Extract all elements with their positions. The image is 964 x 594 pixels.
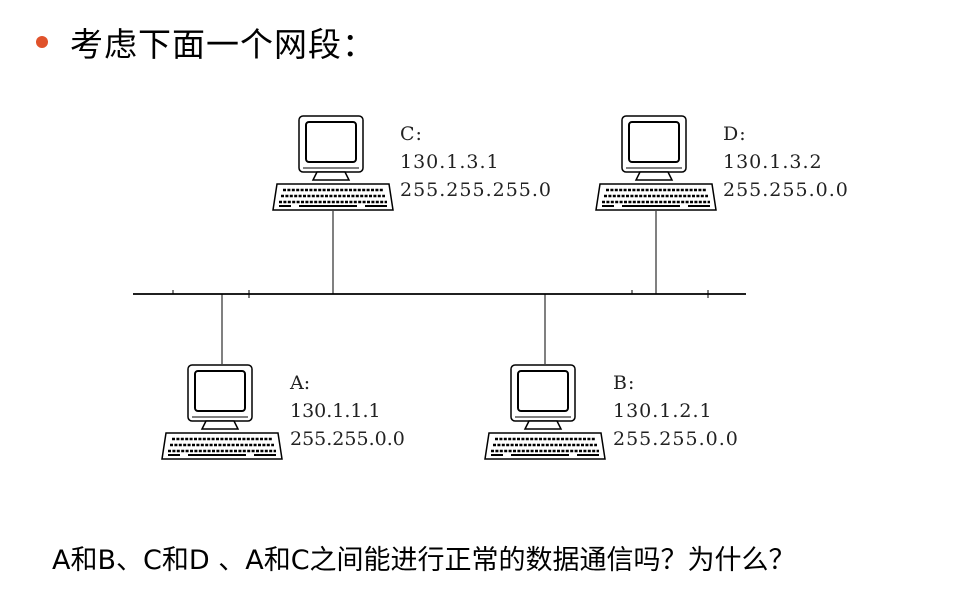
title-row: 考虑下面一个网段： — [36, 14, 376, 70]
host-a-mask: 255.255.0.0 — [290, 428, 405, 450]
host-a-ip: 130.1.1.1 — [290, 400, 381, 422]
computer-d-icon — [594, 114, 718, 212]
host-b-mask: 255.255.0.0 — [613, 428, 739, 450]
computer-a-icon — [160, 363, 284, 461]
host-c-label: C: 130.1.3.1 255.255.255.0 — [400, 120, 552, 204]
host-b-name: B: — [613, 372, 636, 394]
page-title: 考虑下面一个网段： — [70, 25, 376, 64]
host-b-label: B: 130.1.2.1 255.255.0.0 — [613, 369, 739, 453]
host-c-ip: 130.1.3.1 — [400, 151, 500, 173]
host-c-name: C: — [400, 123, 423, 145]
host-a-name: A: — [290, 372, 311, 394]
host-a-label: A: 130.1.1.1 255.255.0.0 — [290, 369, 405, 453]
computer-b-icon — [483, 363, 607, 461]
host-c-mask: 255.255.255.0 — [400, 179, 553, 201]
host-d-ip: 130.1.3.2 — [723, 151, 823, 173]
host-d-label: D: 130.1.3.2 255.255.0.0 — [723, 120, 849, 204]
computer-c-icon — [271, 114, 395, 212]
host-d-mask: 255.255.0.0 — [723, 179, 849, 201]
bullet-icon — [36, 36, 48, 48]
host-b-ip: 130.1.2.1 — [613, 400, 713, 422]
host-d-name: D: — [723, 123, 747, 145]
question-text: A和B、C和D 、A和C之间能进行正常的数据通信吗？为什么？ — [52, 545, 796, 576]
